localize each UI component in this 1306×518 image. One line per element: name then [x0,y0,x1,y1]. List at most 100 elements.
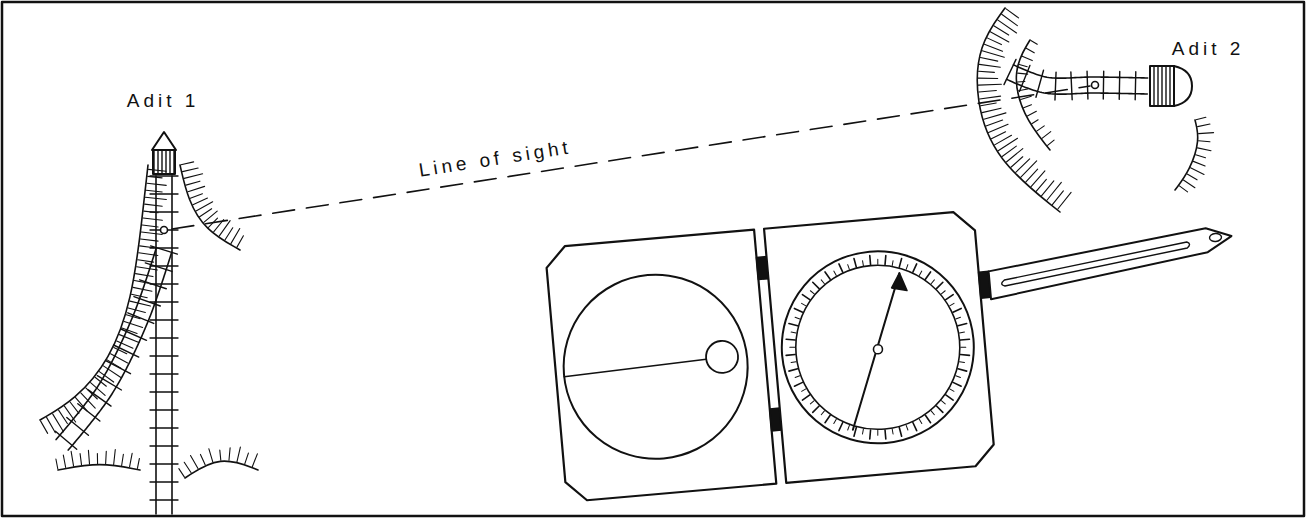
hachure-stroke [128,308,145,313]
dial-tick [931,411,934,415]
dial-tick [790,346,795,348]
line-of-sight [172,86,1090,229]
dial-tick [946,394,953,400]
dial-tick [794,382,803,386]
hachure-stroke [982,51,1004,57]
hachure-stroke [1196,155,1206,158]
rail-tie [150,391,178,392]
hachure-stroke [1187,174,1197,180]
hachure-stroke [179,469,185,478]
slope-line [58,465,140,470]
survey-station [1092,82,1099,89]
slope-line [185,461,258,478]
dial-tick [824,415,830,422]
dial-tick [789,323,798,327]
hachure-stroke [980,96,1001,99]
hachure-stroke [1031,41,1037,45]
rail-tie [150,373,178,374]
rail-tie [1134,72,1136,100]
slope-line [977,8,1060,212]
hachure-stroke [1052,191,1063,205]
hachure-stroke [1183,180,1194,188]
dial-tick [892,429,894,434]
hachure-stroke [979,64,1000,67]
hachure-stroke [105,451,107,464]
hachure-stroke [137,458,139,468]
hachure-stroke [1191,168,1204,175]
rail-tie [1036,70,1044,97]
mine-track [55,59,1147,514]
hachure-stroke [114,450,116,465]
hachure-stroke [71,451,73,466]
dial-tick [936,405,942,412]
hachure-stroke [47,417,56,432]
hachure-stroke [237,236,243,247]
hachure-stroke [1026,48,1034,53]
rail-tie [140,280,167,289]
hachure-stroke [998,138,1017,151]
dial-tick [877,430,879,435]
hachure-stroke [200,209,212,217]
hachure-stroke [181,162,194,165]
hachure-stroke [141,232,162,235]
rail-tie [78,404,100,421]
rail-tie [150,175,178,176]
dial-tick [847,425,850,430]
hachure-stroke [53,414,64,432]
hachure-stroke [40,421,47,434]
slope-line [180,165,240,250]
rail [68,252,171,450]
hachure-stroke [994,26,1009,35]
dial-tick [949,303,954,306]
dial-tick [913,422,917,431]
dial-tick [960,361,965,363]
rail-tie [1119,71,1121,99]
rail-tie [128,313,154,324]
brunton-compass [545,188,1250,502]
dial-tick [802,294,809,300]
dial-tick [931,280,935,284]
hachure-stroke [982,108,1001,112]
dial-tick [956,317,961,319]
dial-tick [892,261,894,266]
rail-tie [150,337,178,338]
dial-tick [950,388,954,391]
dial-tick [821,280,824,284]
dial-tick [848,265,850,270]
hachure-stroke [88,450,89,464]
label-text: Adit 2 [1172,38,1245,59]
hachure-stroke [191,456,198,469]
rail-tie [55,431,76,449]
hachure-stroke [229,448,230,461]
rail [1007,79,1148,94]
rail-tie [67,418,89,436]
dial-tick [821,411,825,415]
dial-tick [961,346,966,348]
rail-tie [1004,59,1016,84]
hachure-stroke [220,450,221,460]
rail-tie [150,319,178,320]
hachure-stroke [1024,105,1032,108]
hachure-stroke [1047,182,1061,200]
dial-tick [812,406,819,412]
hachure-stroke [1006,149,1022,162]
dial-tick [786,354,795,356]
hachure-stroke [1032,120,1038,124]
dial-tick [869,430,871,439]
slope-line [40,165,148,420]
rail-tie [106,361,131,374]
rail [56,248,156,440]
dial-tick [919,419,922,424]
dial-tick [838,423,843,431]
hachure-stroke [978,84,1001,86]
dial-tick [810,290,814,294]
hachure-stroke [1198,148,1211,151]
dial-tick [802,395,810,400]
hachure-stroke [1199,133,1214,134]
hachure-stroke [1036,179,1046,191]
hachure-stroke [987,38,1001,45]
hachure-stroke [989,124,1009,132]
dial-tick [960,354,969,356]
